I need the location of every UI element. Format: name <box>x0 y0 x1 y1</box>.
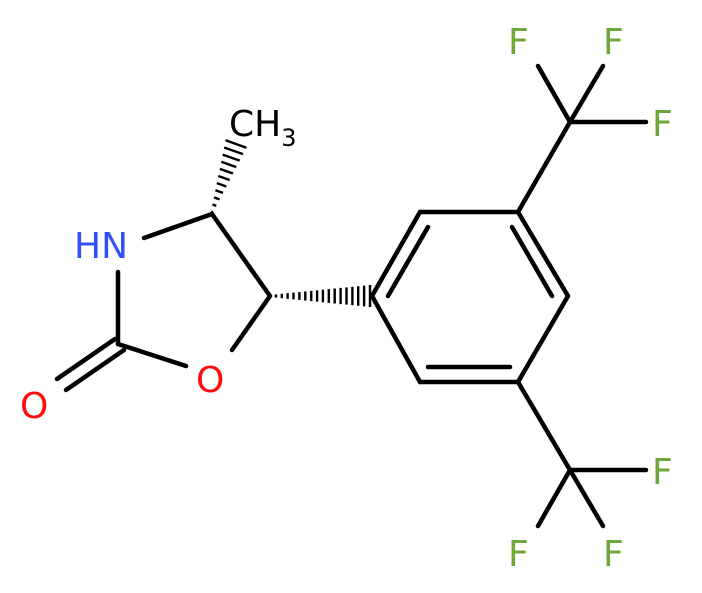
hashed-wedge-methyl <box>210 139 247 214</box>
fluorine-label-5: F <box>508 534 529 575</box>
hash-stroke <box>223 146 244 156</box>
hash-stroke <box>222 153 241 162</box>
hash-stroke <box>217 174 231 182</box>
carbonyl-oxygen-label: O <box>20 386 48 427</box>
bond-ar-3 <box>515 209 571 299</box>
bond-c2-o-a <box>54 336 118 382</box>
bond-n-c4 <box>141 211 215 241</box>
bond-cf3-top-f2 <box>567 63 606 125</box>
fluorine-label-2: F <box>603 22 624 63</box>
methyl-label: CH3 <box>229 104 297 152</box>
bond-ar-inner-2 <box>509 224 555 299</box>
ring-oxygen-label: O <box>196 360 224 401</box>
bond-cf3-top-f1 <box>535 63 573 125</box>
hash-stroke <box>215 189 224 195</box>
bond-c5-o1 <box>229 293 273 353</box>
hash-stroke <box>220 160 237 169</box>
hash-stroke <box>225 139 247 149</box>
fluorine-label-3: F <box>652 104 673 145</box>
bond-ar-4 <box>515 293 571 385</box>
bonds <box>54 63 649 529</box>
bond-cf3-bottom-f2 <box>535 467 573 529</box>
hash-stroke <box>212 203 217 208</box>
bond-cf3-bottom-f3 <box>567 467 606 529</box>
hash-stroke <box>213 196 221 201</box>
hash-stroke <box>210 210 214 214</box>
bond-ar-cf3-top <box>515 119 573 215</box>
hash-stroke <box>216 181 227 188</box>
bond-ar-inner-1 <box>385 224 431 299</box>
nitrogen-label: HN <box>74 226 128 267</box>
bond-ar-6 <box>369 293 423 385</box>
bond-c4-c5 <box>209 211 273 299</box>
bond-o1-c2 <box>115 341 189 369</box>
fluorine-label-1: F <box>508 22 529 63</box>
fluorine-label-4: F <box>652 452 673 493</box>
hashed-wedge-aryl <box>268 285 372 307</box>
hash-stroke <box>219 167 234 175</box>
fluorine-label-6: F <box>603 534 624 575</box>
bond-c2-o-b <box>63 347 127 393</box>
bond-ar-cf3-bottom <box>515 379 573 473</box>
bond-ar-1 <box>369 209 423 299</box>
